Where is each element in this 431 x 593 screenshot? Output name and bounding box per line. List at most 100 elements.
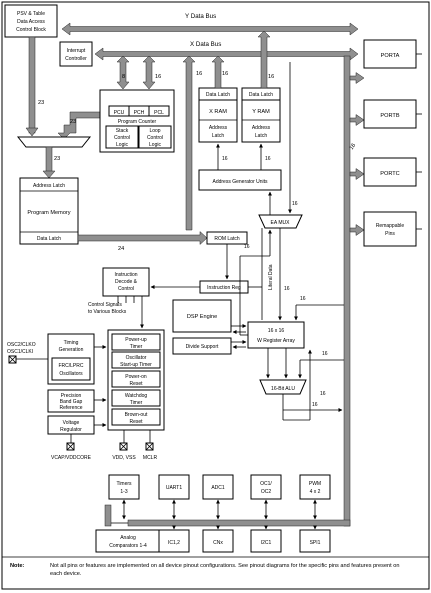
peripheral-connectors (122, 499, 317, 530)
portc-label: PORTC (380, 171, 399, 177)
ram-bus-links: 16 16 (211, 30, 274, 89)
bus-width-label: 16 (265, 156, 271, 162)
psv-label-2: Data Access (17, 19, 45, 25)
bor-label-2: Reset (129, 419, 143, 425)
y-data-latch-label: Data Latch (249, 92, 273, 98)
vreg-label-2: Regulator (60, 427, 82, 433)
x-data-latch-label: Data Latch (206, 92, 230, 98)
ost-block (111, 351, 161, 369)
oc-label-1: OC1/ (260, 481, 272, 487)
portb-label: PORTB (380, 113, 399, 119)
divide-support-label: Divide Support (186, 344, 219, 350)
uart1-block (158, 474, 190, 500)
loop-control-block (138, 125, 172, 149)
instr-decode-label-1: Instruction (114, 272, 137, 278)
bus-width-label: 16 (320, 391, 326, 397)
instruction-decode-block (102, 267, 150, 297)
vdd-pin-x (119, 442, 128, 451)
band-gap-block (47, 389, 95, 413)
cnx-block (202, 529, 234, 553)
bus-width-label: 16 (292, 201, 298, 207)
note-text: Not all pins or features are implemented… (50, 563, 400, 577)
x-bus-trunk: 16 (343, 55, 365, 527)
ost-label-2: Start-up Timer (120, 362, 152, 368)
program-memory-block (19, 177, 79, 245)
bus-width-label: 16 (222, 71, 228, 77)
bus-width-label: 16 (300, 296, 306, 302)
interrupt-label-2: Controller (65, 56, 87, 62)
powerup-label-2: Timer (130, 344, 143, 350)
timers-block (108, 474, 140, 500)
bus-width-label: 16 (222, 156, 228, 162)
uart1-label: UART1 (166, 485, 183, 491)
interrupt-label-1: Interrupt (67, 48, 86, 54)
bus-width-label: 16 (349, 143, 357, 152)
pwm-block (299, 474, 331, 500)
bus-width-label: 16 (268, 74, 274, 80)
ea-mux-label: EA MUX (271, 220, 291, 226)
adc1-block (202, 474, 234, 500)
timing-label-1: Timing (64, 340, 79, 346)
y-ram-address-label-1: Address (252, 125, 271, 131)
psv-label-1: PSV & Table (17, 11, 45, 17)
stack-label-2: Control (114, 135, 130, 141)
osc-pin-x (8, 355, 17, 364)
pcl-register (148, 105, 170, 117)
spi1-label: SPI1 (310, 540, 321, 546)
bus-width-label: 16 (244, 244, 250, 250)
pc-to-mux-bus: 23 (57, 111, 101, 140)
x-ram-label: X RAM (209, 109, 227, 115)
frc-label-2: Oscillators (59, 371, 83, 377)
powerup-label-1: Power-up (125, 337, 147, 343)
instr-decode-label-2: Decode & (115, 279, 138, 285)
ea-mux (258, 214, 303, 229)
por-label-2: Reset (129, 381, 143, 387)
psv-address-bus: 23 (25, 36, 44, 137)
bus-width-label: 16 (312, 402, 318, 408)
program-memory-label: Program Memory (27, 210, 70, 216)
bus-width-label: 16 (322, 351, 328, 357)
divide-support-block (172, 337, 232, 355)
stack-label-3: Logic (116, 142, 128, 148)
program-address-mux (16, 136, 92, 148)
y-ram-label: Y RAM (252, 109, 270, 115)
mclr-label: MCLR (143, 455, 158, 461)
agu-label: Address Generator Units (212, 179, 268, 185)
loop-label-2: Control (147, 135, 163, 141)
wdt-label-1: Watchdog (125, 393, 148, 399)
alu-block (259, 379, 307, 395)
control-signals-label-2: to Various Blocks (88, 309, 127, 315)
bus-width-label: 23 (70, 119, 76, 125)
rom-latch-label: ROM Latch (214, 236, 240, 242)
stack-label-1: Stack (116, 128, 129, 134)
instruction-reg-label: Instruction Reg (207, 285, 241, 291)
bandgap-label-1: Precision (61, 393, 82, 399)
i2c1-block (250, 529, 282, 553)
x-ram-address-label-2: Latch (212, 133, 224, 139)
oc-label-2: OC2 (261, 489, 272, 495)
ost-label-1: Oscillator (126, 355, 147, 361)
instr-decode-label-3: Control (118, 286, 134, 292)
x-ram-block (198, 99, 238, 143)
spi1-block (299, 529, 331, 553)
mclr-pin-x (145, 442, 154, 451)
wreg-label-2: W Register Array (257, 338, 295, 344)
pcu-label: PCU (114, 110, 125, 116)
portc-block (363, 157, 417, 187)
osc1-pin-label: OSC1/CLKI (7, 349, 33, 355)
remappable-pins-block (363, 211, 417, 247)
pm-to-rom-latch-bus: 24 (77, 230, 208, 252)
loop-label-1: Loop (149, 128, 160, 134)
vdd-label: VDD, VSS (112, 455, 136, 461)
bus-width-label: 16 (196, 71, 202, 77)
psv-label-3: Control Block (16, 27, 46, 33)
powerup-timer-block (111, 333, 161, 351)
bandgap-label-2: Band Gap (60, 399, 83, 405)
analog-label-2: Comparators 1-4 (109, 543, 147, 549)
pch-label: PCH (134, 110, 145, 116)
loop-label-3: Logic (149, 142, 161, 148)
y-ram-block (241, 99, 281, 143)
vreg-label-1: Voltage (63, 420, 80, 426)
frc-oscillators-block (51, 357, 91, 381)
i2c1-label: I2C1 (261, 540, 272, 546)
